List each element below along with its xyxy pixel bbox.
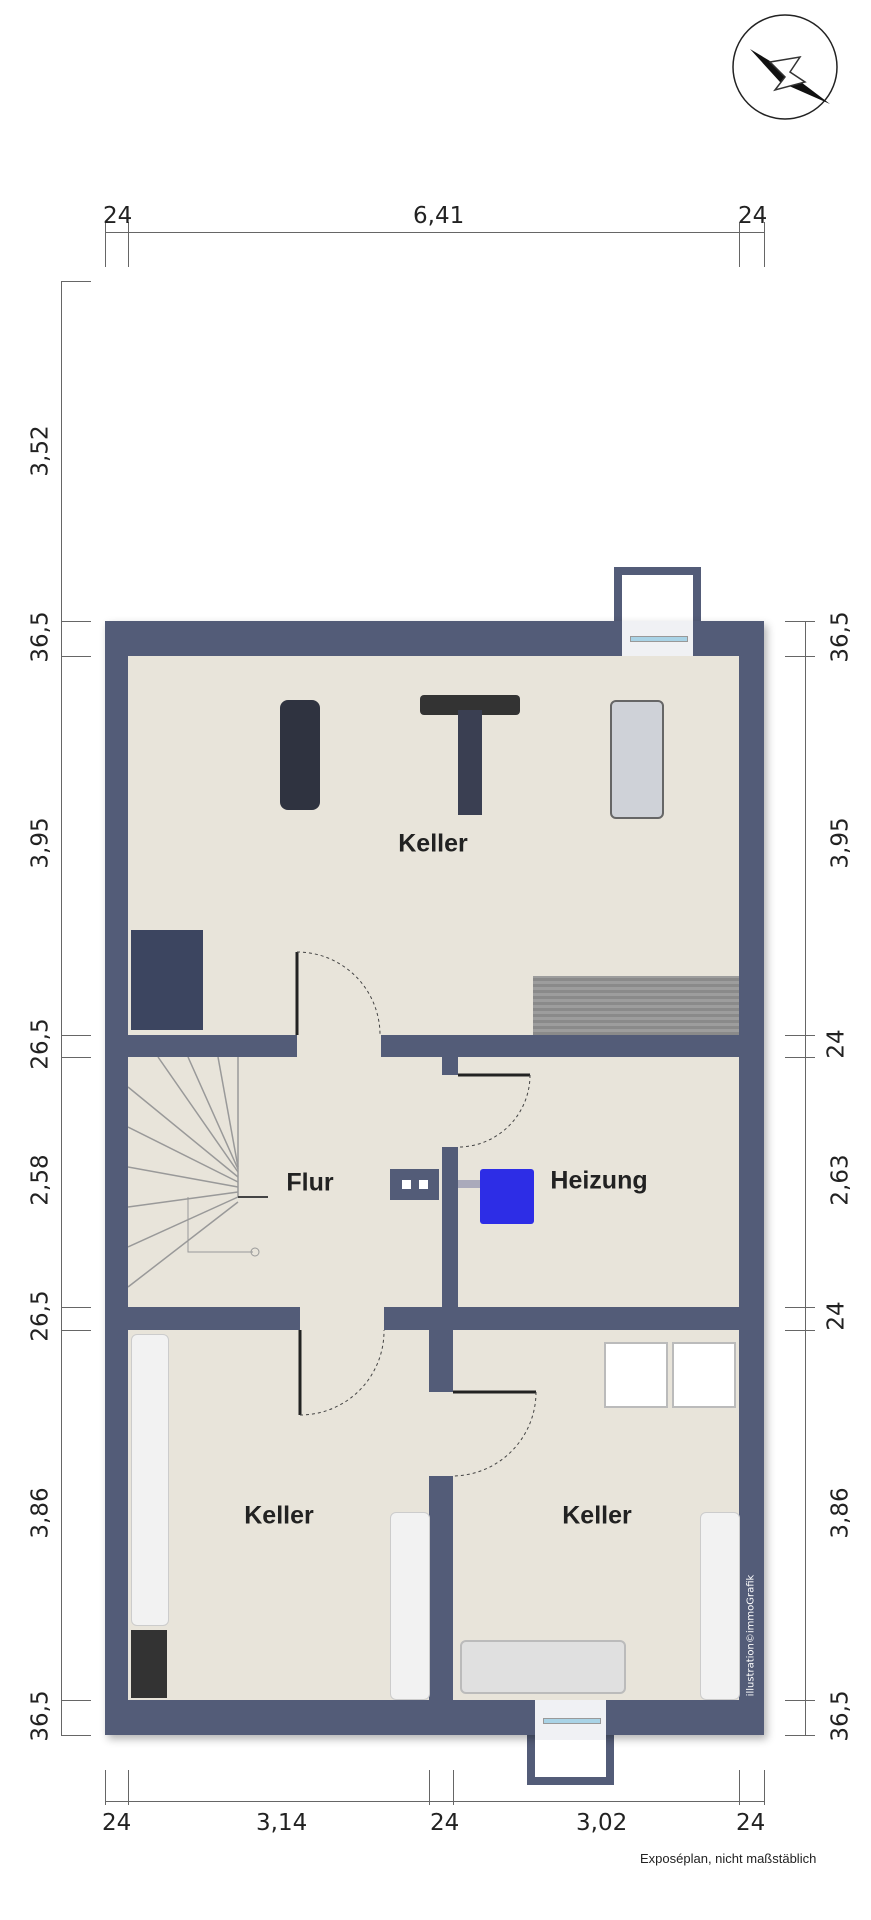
- dim-bottom-keller-right: 3,02: [576, 1810, 628, 1836]
- room-label-heizung: Heizung: [550, 1166, 648, 1195]
- dimension-line-bottom: [105, 1801, 764, 1802]
- dim-bottom-keller-left: 3,14: [256, 1810, 308, 1836]
- room-label-keller-bottom-right: Keller: [562, 1501, 632, 1530]
- weight-bench-bar: [420, 695, 520, 715]
- room-label-keller-bottom-left: Keller: [244, 1501, 314, 1530]
- dim-top-right-wall: 24: [738, 203, 768, 229]
- shelf-unit: [533, 976, 739, 1035]
- room-label-flur: Flur: [286, 1168, 334, 1197]
- dimension-line-left: [61, 281, 62, 1735]
- dim-top-left-wall: 24: [103, 203, 133, 229]
- storage-shelf-middle: [390, 1512, 430, 1700]
- shoe-rack: [460, 1640, 626, 1694]
- dim-top-width: 6,41: [413, 203, 465, 229]
- dimension-line-right: [805, 621, 806, 1735]
- storage-crate: [131, 1630, 167, 1698]
- watermark: illustration©immoGrafik: [745, 1574, 757, 1697]
- washing-machine: [604, 1342, 668, 1408]
- weight-bench: [458, 710, 482, 815]
- window-bottom: [543, 1718, 601, 1724]
- dumbbell-rack: [131, 930, 203, 1030]
- window-top: [630, 636, 688, 642]
- boiler: [480, 1169, 534, 1224]
- storage-shelf-right: [700, 1512, 740, 1700]
- staircase: [128, 1057, 268, 1288]
- dim-bottom-middle-wall: 24: [430, 1810, 460, 1836]
- storage-shelf-left: [131, 1334, 169, 1626]
- dim-bottom-right-wall: 24: [736, 1810, 766, 1836]
- home-gym: [610, 700, 664, 819]
- room-label-keller-top: Keller: [398, 829, 468, 858]
- north-arrow-compass-icon: [732, 14, 838, 120]
- dim-bottom-left-wall: 24: [102, 1810, 132, 1836]
- footer-note: Exposéplan, nicht maßstäblich: [640, 1851, 817, 1866]
- boiler-control: [390, 1169, 439, 1200]
- exercise-bike: [280, 700, 320, 810]
- dryer: [672, 1342, 736, 1408]
- dimension-line-top: [105, 232, 764, 233]
